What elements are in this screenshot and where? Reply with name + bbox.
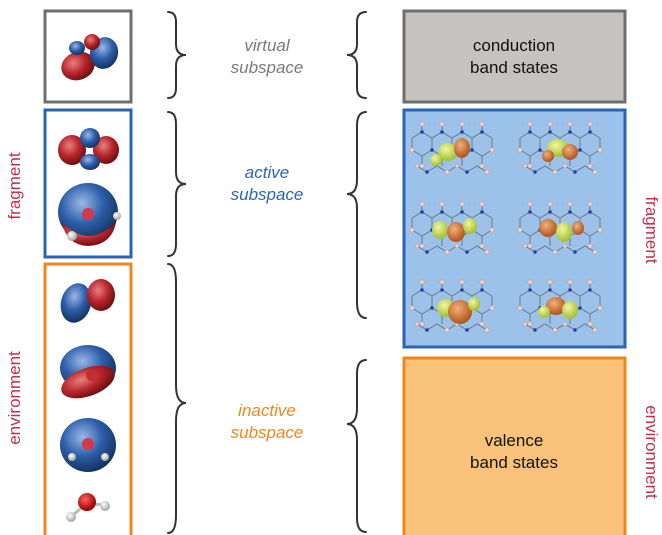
inactive-orbital-image-3	[60, 418, 116, 472]
inactive-left-brace	[167, 263, 187, 534]
virtual-orbital-image	[61, 34, 119, 81]
inactive-orbital-image-2	[60, 345, 116, 399]
conduction-band-label-line2: band states	[470, 58, 558, 77]
virtual-left-brace	[167, 11, 187, 99]
active-orbital-image-1	[58, 128, 119, 170]
virtual-subspace-label-line2: subspace	[231, 58, 304, 77]
inactive-subspace-label-line1: inactive	[238, 401, 296, 420]
inactive-orbital-image-1	[60, 279, 115, 323]
active-right-brace	[346, 111, 367, 319]
active-left-brace	[167, 111, 187, 257]
inactive-right-brace	[346, 359, 367, 533]
active-subspace-label-line1: active	[245, 163, 289, 182]
valence-band-label-line2: band states	[470, 453, 558, 472]
localized-orbital-grid	[409, 121, 603, 333]
fragment-label-left: fragment	[5, 152, 24, 219]
fragment-label-right: fragment	[642, 196, 661, 263]
environment-label-left: environment	[5, 351, 24, 445]
valence-band-box	[402, 356, 627, 535]
conduction-band-label-line1: conduction	[473, 36, 555, 55]
conduction-band-box	[402, 9, 627, 104]
valence-band-label-line1: valence	[485, 431, 544, 450]
virtual-right-brace	[346, 11, 367, 99]
active-orbital-image-2	[58, 183, 121, 246]
water-molecule-icon	[66, 493, 110, 522]
active-subspace-label-line2: subspace	[231, 185, 304, 204]
virtual-subspace-label-line1: virtual	[244, 36, 291, 55]
environment-label-right: environment	[642, 405, 661, 499]
inactive-subspace-label-line2: subspace	[231, 423, 304, 442]
